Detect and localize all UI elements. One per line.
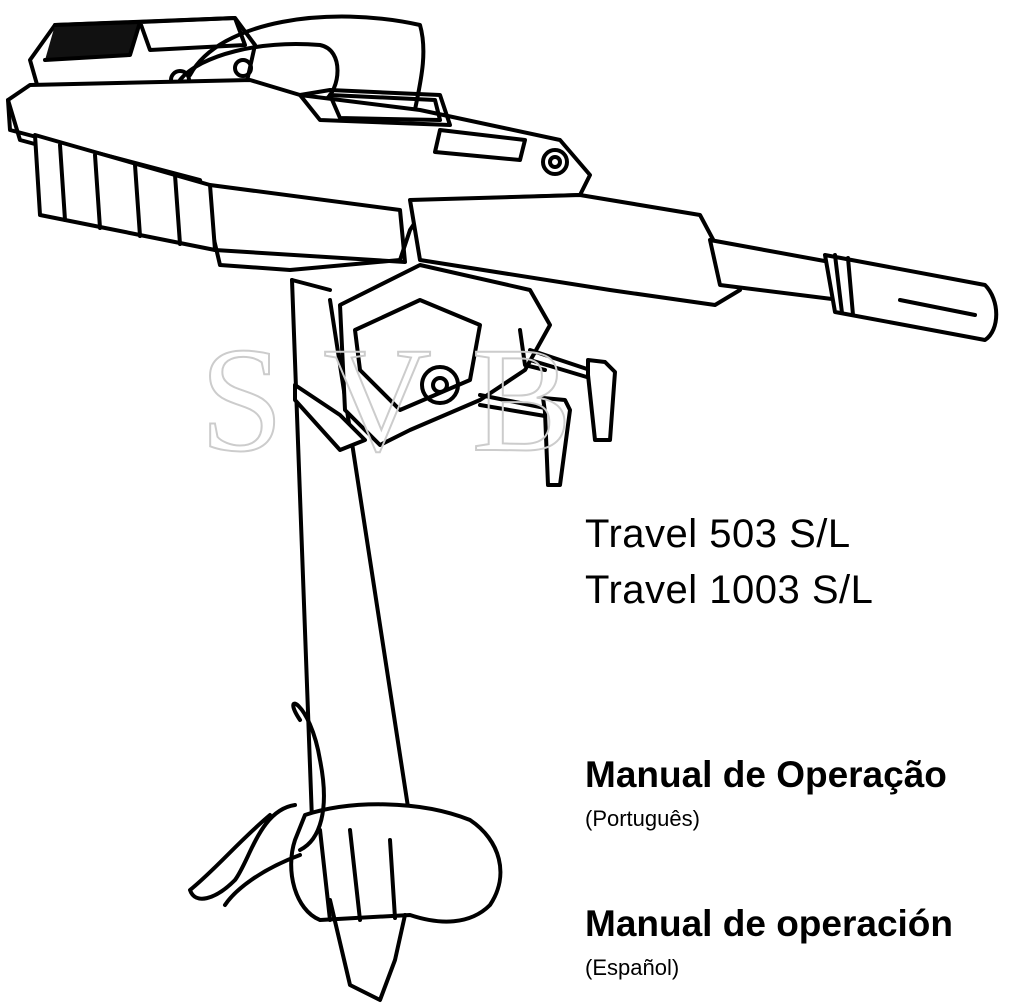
model-title-2: Travel 1003 S/L	[585, 568, 874, 612]
model-title-1: Travel 503 S/L	[585, 512, 851, 556]
manual-title-spanish: Manual de operación	[585, 903, 954, 944]
manual-language-spanish: (Español)	[585, 955, 680, 980]
manual-title-portuguese: Manual de Operação	[585, 754, 947, 795]
manual-language-portuguese: (Português)	[585, 806, 700, 831]
